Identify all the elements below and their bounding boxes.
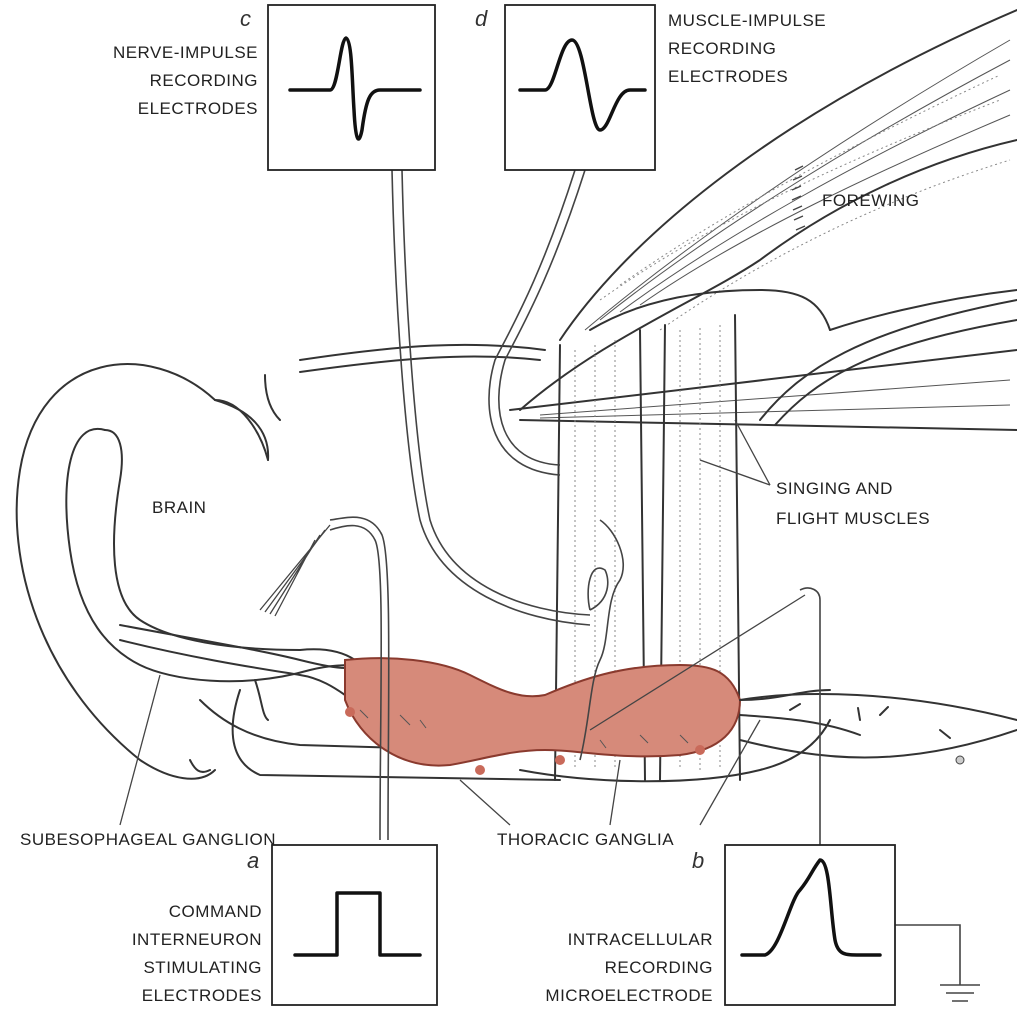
label-d-line-2: RECORDING: [668, 39, 776, 58]
panel-b-box: [725, 845, 895, 1005]
label-brain: BRAIN: [152, 498, 206, 517]
label-a-line-1: COMMAND: [169, 902, 262, 921]
nerve-cord: [120, 625, 345, 695]
panel-letter-b: b: [692, 848, 704, 873]
label-c-line-3: ELECTRODES: [138, 99, 258, 118]
label-a-line-3: STIMULATING: [143, 958, 262, 977]
panel-c-box: [268, 5, 435, 170]
panel-d-box: [505, 5, 655, 170]
label-muscles-line-1: SINGING AND: [776, 479, 893, 498]
label-c-line-2: RECORDING: [150, 71, 258, 90]
label-d-line-3: ELECTRODES: [668, 67, 788, 86]
label-d-line-1: MUSCLE-IMPULSE: [668, 11, 826, 30]
label-a-line-2: INTERNEURON: [132, 930, 262, 949]
thoracic-ganglia: [345, 658, 740, 775]
panel-letter-c: c: [240, 6, 251, 31]
label-muscles-line-2: FLIGHT MUSCLES: [776, 509, 930, 528]
label-thoracic-ganglia: THORACIC GANGLIA: [497, 830, 674, 849]
panel-letter-a: a: [247, 848, 259, 873]
panel-letter-d: d: [475, 6, 488, 31]
label-b-line-1: INTRACELLULAR: [568, 930, 713, 949]
label-a-line-4: ELECTRODES: [142, 986, 262, 1005]
label-c-line-1: NERVE-IMPULSE: [113, 43, 258, 62]
label-forewing: FOREWING: [822, 191, 920, 210]
label-b-line-3: MICROELECTRODE: [545, 986, 713, 1005]
label-b-line-2: RECORDING: [605, 958, 713, 977]
label-subesophageal-ganglion: SUBESOPHAGEAL GANGLION: [20, 830, 276, 849]
panel-a-box: [272, 845, 437, 1005]
